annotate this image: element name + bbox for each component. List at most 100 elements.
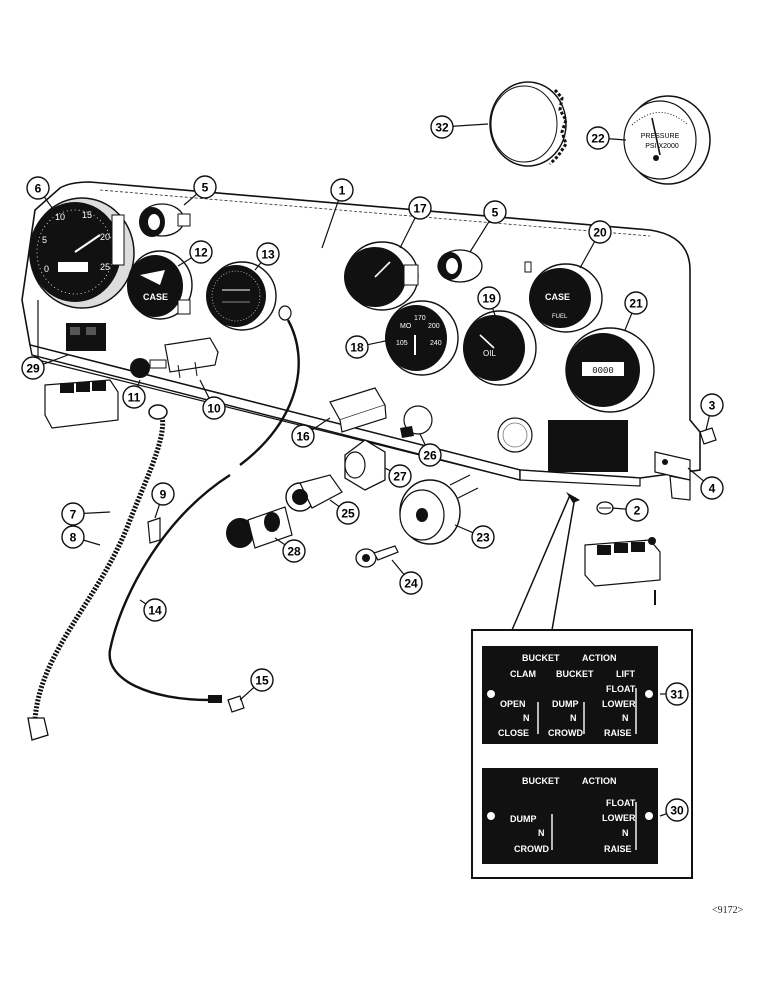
plate31-bucket2: BUCKET <box>556 669 594 679</box>
plate31-n1: N <box>523 713 530 723</box>
knob-11 <box>130 358 167 378</box>
callout-20: 20 <box>579 220 612 269</box>
callout-circle <box>483 200 507 224</box>
callout-32: 32 <box>430 115 489 139</box>
callout-circle <box>477 286 501 310</box>
callout-17: 17 <box>399 196 432 249</box>
plate30-float: FLOAT <box>606 798 636 808</box>
callout-number: 5 <box>202 181 209 195</box>
svg-text:0: 0 <box>44 264 49 274</box>
callout-number: 27 <box>393 470 407 484</box>
panel-light-left <box>139 203 191 237</box>
callout-leader <box>137 379 141 387</box>
callout-circle <box>193 175 217 199</box>
ignition-switch-23 <box>399 474 479 545</box>
lamp-housing-29 <box>44 379 119 429</box>
callout-15: 15 <box>239 668 274 701</box>
fuel-gauge-20: CASE FUEL <box>524 261 603 333</box>
callout-leader <box>177 257 192 267</box>
callout-number: 25 <box>341 507 355 521</box>
plate30-lower: LOWER <box>602 813 636 823</box>
callout-leader <box>492 308 497 319</box>
callout-circle <box>202 396 226 420</box>
callout-circle <box>345 335 369 359</box>
callout-leader <box>611 507 627 510</box>
callout-10: 10 <box>199 379 226 420</box>
callout-circle <box>151 482 175 506</box>
callout-circle <box>21 356 45 380</box>
callout-30: 30 <box>659 798 689 822</box>
callout-circle <box>189 240 213 264</box>
gauge-12-label: CASE <box>143 292 168 302</box>
hourmeter-readout: 0000 <box>592 366 614 376</box>
callout-13: 13 <box>254 242 280 271</box>
callout-number: 13 <box>261 248 275 262</box>
oil-gauge-19: OIL <box>463 310 537 386</box>
temp-label-2: 200 <box>428 323 440 330</box>
callout-7: 7 <box>61 502 111 526</box>
callout-number: 15 <box>255 674 269 688</box>
callout-number: 2 <box>634 504 641 518</box>
plate-cutout-right <box>548 420 628 472</box>
callout-31: 31 <box>660 682 689 706</box>
callout-number: 32 <box>435 121 449 135</box>
callout-number: 26 <box>423 449 437 463</box>
callout-leader <box>199 379 210 399</box>
callout-27: 27 <box>384 464 412 488</box>
callout-leader <box>321 200 339 249</box>
oil-gauge-label: OIL <box>483 349 496 358</box>
callout-circle <box>418 443 442 467</box>
callout-28: 28 <box>274 537 306 563</box>
callout-number: 12 <box>194 246 208 260</box>
plate31-crowd: CROWD <box>548 728 583 738</box>
callout-number: 28 <box>287 545 301 559</box>
callout-29: 29 <box>21 354 69 380</box>
callout-leader <box>399 217 416 249</box>
panel-light-right <box>437 249 483 283</box>
callout-circle <box>143 598 167 622</box>
callout-leader <box>254 262 262 271</box>
hourmeter-21: 0000 <box>565 327 655 413</box>
key-24 <box>355 545 399 568</box>
callout-leader <box>154 504 161 519</box>
callout-4: 4 <box>687 467 724 500</box>
pressure-gauge-22: PRESSURE PSI X2000 <box>623 95 711 185</box>
callout-6: 6 <box>26 176 56 213</box>
callout-1: 1 <box>321 178 354 249</box>
callout-2: 2 <box>611 498 649 522</box>
callout-number: 16 <box>296 430 310 444</box>
callout-leader <box>183 193 198 206</box>
callout-leader <box>239 686 255 701</box>
callout-number: 19 <box>482 292 496 306</box>
switch-assembly-10 <box>164 337 219 379</box>
gauge-17 <box>344 241 419 311</box>
callout-circle <box>282 539 306 563</box>
callout-leader <box>469 221 490 253</box>
callout-leader <box>311 417 331 431</box>
callout-5: 5 <box>469 200 507 253</box>
instruction-plate-30: BUCKET ACTION DUMP N CROWD FLOAT LOWER N… <box>482 768 658 864</box>
callout-leader <box>43 196 56 213</box>
plate31-close: CLOSE <box>498 728 529 738</box>
callout-circle <box>250 668 274 692</box>
bracket-16 <box>329 387 387 433</box>
callout-9: 9 <box>151 482 175 519</box>
callout-number: 5 <box>492 206 499 220</box>
temp-label-0: MO <box>400 323 412 330</box>
callout-8: 8 <box>61 525 101 549</box>
pressure-sub: PSI X2000 <box>645 143 679 150</box>
temperature-gauge-18: MO 170 200 105 240 <box>385 300 459 376</box>
temp-label-4: 240 <box>430 340 442 347</box>
callout-number: 1 <box>339 184 346 198</box>
callout-circle <box>61 502 85 526</box>
callout-3: 3 <box>700 393 724 431</box>
callout-number: 9 <box>160 488 167 502</box>
plate30-bucket: BUCKET <box>522 776 560 786</box>
callout-14: 14 <box>139 598 167 622</box>
callout-leader <box>139 599 147 605</box>
callout-number: 11 <box>128 391 141 405</box>
lamp-26 <box>400 405 433 438</box>
callout-number: 30 <box>670 804 684 818</box>
callout-22: 22 <box>586 126 627 150</box>
